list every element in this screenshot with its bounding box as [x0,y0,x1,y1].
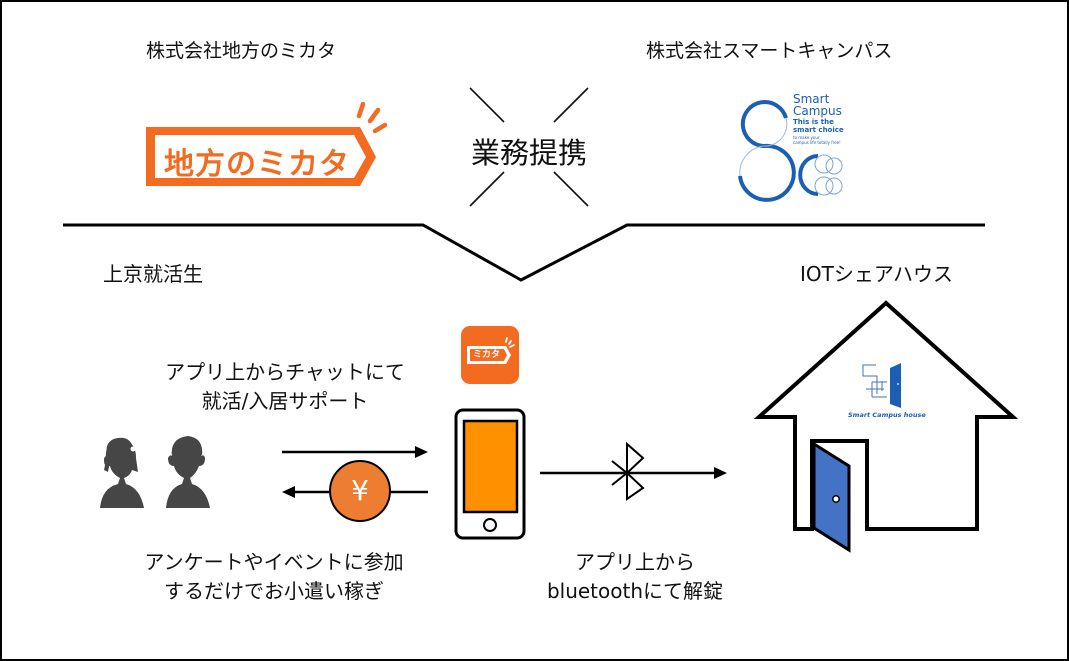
left-company-name: 株式会社地方のミカタ [146,40,337,62]
app-icon-text: ミカタ [473,350,501,360]
unlock-text: アプリ上から bluetoothにて解錠 [530,548,740,606]
yen-symbol: ¥ [351,474,369,507]
sharehouse-logo-caption: Smart Campus house [848,411,926,419]
smart-campus-sub-1: to make your [793,135,820,140]
unlock-text-line2: bluetoothにて解錠 [546,579,724,603]
partnership-label: 業務提携 [471,136,588,170]
reward-text: アンケートやイベントに参加 するだけでお小遣い稼ぎ [104,548,444,606]
smart-campus-tagline-2: smart choice [793,126,844,134]
sharehouse-label: IOTシェアハウス [800,262,954,286]
mikata-logo-text: 地方のミカタ [164,147,350,182]
smart-campus-sub-2: campus life totally free! [793,140,841,145]
reward-text-line1: アンケートやイベントに参加 [144,550,404,574]
support-text-line2: 就活/入居サポート [201,389,369,413]
reward-text-line2: するだけでお小遣い稼ぎ [164,579,384,603]
support-text: アプリ上からチャットにて 就活/入居サポート [140,358,430,416]
students-label: 上京就活生 [103,262,203,286]
right-company-name: 株式会社スマートキャンパス [646,40,893,62]
smart-campus-tagline-1: This is the [793,118,834,126]
unlock-text-line1: アプリ上から [575,550,695,574]
support-text-line1: アプリ上からチャットにて [165,360,405,384]
smart-campus-title-1: Smart [793,92,830,106]
smart-campus-title-2: Campus [793,104,842,118]
